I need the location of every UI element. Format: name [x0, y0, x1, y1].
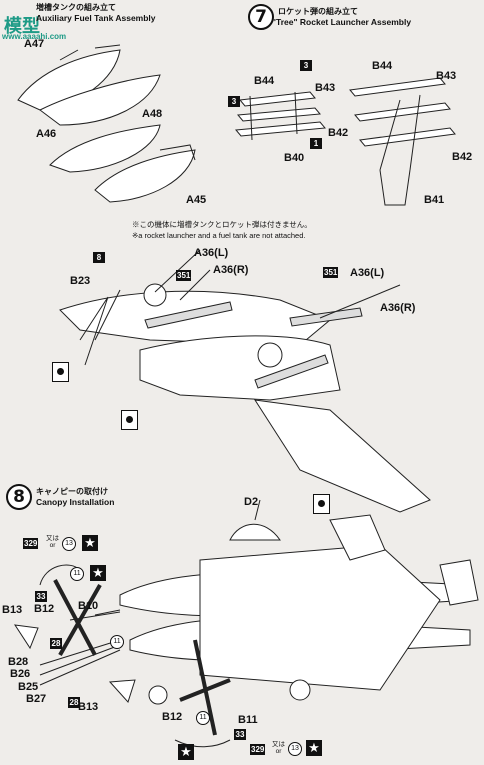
- cement-icon-2: [121, 410, 138, 430]
- paint-box-28-bottom: 28: [68, 697, 80, 708]
- step6-title-jp: 増槽タンクの組み立て: [36, 3, 116, 12]
- part-a48: A48: [142, 108, 163, 120]
- part-a47: A47: [24, 38, 45, 50]
- step6-title-en: Auxiliary Fuel Tank Assembly: [36, 13, 156, 23]
- cement-icon-1: [52, 362, 69, 382]
- circle-13-top: 13: [62, 537, 76, 551]
- part-b11: B11: [238, 714, 258, 726]
- part-b13-top: B13: [2, 604, 23, 616]
- or-jp-bottom: 又は: [272, 741, 285, 748]
- star-decal-bottom-right: ★: [306, 740, 322, 756]
- or-label-top: 又は or: [46, 535, 59, 549]
- part-b43-right: B43: [436, 70, 457, 82]
- circle-13-bottom: 13: [288, 742, 302, 756]
- or-en-top: or: [49, 542, 56, 549]
- paint-box-8: 8: [93, 252, 105, 263]
- b13-spinner-top: [13, 624, 39, 650]
- paint-box-1: 1: [310, 138, 322, 149]
- step8-title-en: Canopy Installation: [36, 497, 115, 507]
- step7-title-jp: ロケット弾の組み立て: [278, 7, 358, 16]
- part-b27: B27: [26, 693, 47, 705]
- note-en: ※a rocket launcher and a fuel tank are n…: [132, 231, 306, 240]
- part-b41: B41: [424, 194, 445, 206]
- star-decal-top: ★: [82, 535, 98, 551]
- rocket-launcher-drawing-left: [235, 91, 326, 141]
- circle-11-mid: 11: [110, 635, 124, 649]
- paint-box-329-bottom: 329: [250, 744, 266, 755]
- or-jp-top: 又は: [46, 535, 59, 542]
- circle-11-bottom: 11: [196, 711, 210, 725]
- step7-number: 7: [248, 4, 274, 30]
- or-en-bottom: or: [275, 748, 282, 755]
- part-a36l-right: A36(L): [350, 267, 385, 279]
- part-a36r-right: A36(R): [380, 302, 416, 314]
- part-b10: B10: [78, 600, 99, 612]
- note-jp: ※この機体に増槽タンクとロケット弾は付きません。: [132, 220, 312, 229]
- or-label-bottom: 又は or: [272, 741, 285, 755]
- part-a36r: A36(R): [213, 264, 249, 276]
- part-b43-left: B43: [315, 82, 336, 94]
- watermark-logo-text: 模型: [4, 16, 40, 36]
- step8-title-jp: キャノピーの取付け: [36, 487, 108, 496]
- part-a36l: A36(L): [194, 247, 229, 259]
- wing-gear-drawing: [59, 283, 431, 513]
- fuel-tank-drawing: [17, 44, 196, 203]
- step8-number: 8: [6, 484, 32, 510]
- p38-aircraft-drawing: [39, 514, 479, 748]
- paint-box-28-top: 28: [50, 638, 62, 649]
- star-decal-mid: ★: [90, 565, 106, 581]
- paint-box-33-top: 33: [35, 591, 47, 602]
- part-b28: B28: [8, 656, 29, 668]
- part-b12-bottom: B12: [162, 711, 183, 723]
- watermark-site: www.aaaahi.com: [2, 32, 66, 41]
- paint-box-3-top: 3: [300, 60, 312, 71]
- circle-11-top: 11: [70, 567, 84, 581]
- part-a45: A45: [186, 194, 207, 206]
- paint-box-329-top: 329: [23, 538, 39, 549]
- cement-icon-3: [313, 494, 330, 514]
- part-b26: B26: [10, 668, 31, 680]
- b13-spinner-bottom: [108, 679, 136, 703]
- rocket-launcher-drawing-right: [349, 77, 456, 206]
- watermark-logo: 模型: [4, 12, 40, 38]
- star-decal-bottom-left: ★: [178, 744, 194, 760]
- part-b42-right: B42: [452, 151, 473, 163]
- part-b44-left: B44: [254, 75, 275, 87]
- paint-box-351: 351: [176, 270, 192, 281]
- watermark-site-text: www.aaaahi.com: [2, 32, 67, 41]
- paint-box-351-right: 351: [323, 267, 339, 278]
- paint-box-33-bottom: 33: [234, 729, 246, 740]
- part-b13-bottom: B13: [78, 701, 99, 713]
- step7-title-en: "Tree" Rocket Launcher Assembly: [272, 17, 412, 27]
- part-a46: A46: [36, 128, 57, 140]
- part-b42-left: B42: [328, 127, 349, 139]
- part-b12-top: B12: [34, 603, 55, 615]
- part-b40: B40: [284, 152, 305, 164]
- part-b25: B25: [18, 681, 39, 693]
- part-b23: B23: [70, 275, 91, 287]
- part-d2: D2: [244, 496, 259, 508]
- paint-box-3-mid: 3: [228, 96, 240, 107]
- part-b44-right: B44: [372, 60, 393, 72]
